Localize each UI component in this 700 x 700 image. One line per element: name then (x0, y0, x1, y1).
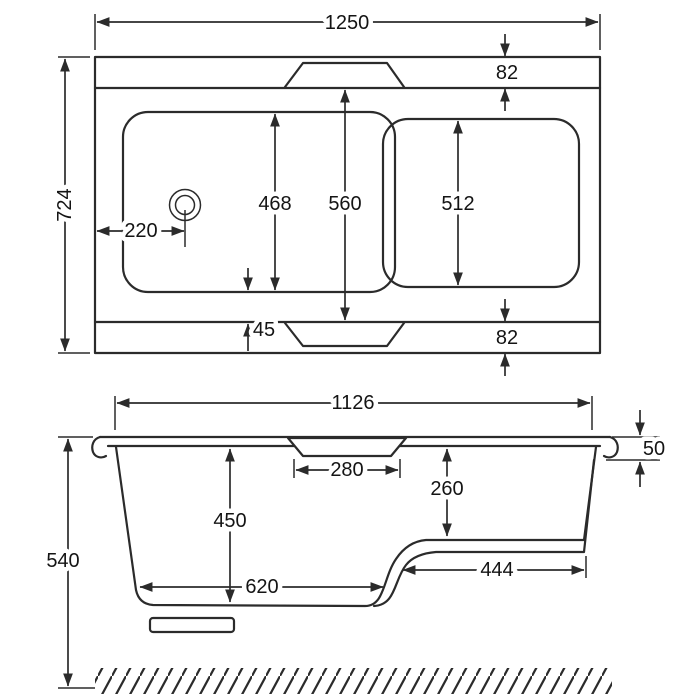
basin-left-outline (121, 110, 397, 294)
dim-rim-top-width: 82 (491, 34, 523, 111)
dim-basin-mid-depth-value: 560 (328, 193, 361, 215)
dim-top-length: 1126 (114, 388, 593, 430)
dim-seat-depth-value: 260 (430, 478, 463, 500)
dim-rim-top-width-value: 82 (496, 62, 518, 84)
dim-bowl-length: 620 (139, 572, 384, 603)
foot-block (148, 616, 236, 634)
dim-rim-height-value: 50 (643, 438, 665, 460)
dim-rim-gap-value: 45 (253, 319, 275, 341)
side-view: 1126 50 280 260 450 (42, 388, 670, 694)
dim-overall-depth: 724 (50, 56, 90, 354)
dim-overall-height: 540 (42, 436, 95, 689)
dim-drain-offset-value: 220 (124, 220, 157, 242)
dim-seat-depth: 260 (426, 448, 468, 537)
grip-recess-side (286, 436, 408, 458)
dim-rim-height: 50 (606, 410, 670, 487)
dim-rim-bottom-width: 82 (491, 299, 523, 376)
dim-grip-width-value: 280 (330, 459, 363, 481)
dim-overall-height-value: 540 (46, 550, 79, 572)
dim-overall-width: 1250 (94, 8, 601, 50)
dim-basin-right-depth-value: 512 (441, 193, 474, 215)
dim-seat-length: 444 (402, 555, 587, 586)
tub-outer-outline (93, 55, 602, 355)
drain-icon (168, 188, 202, 247)
dim-rim-bottom-width-value: 82 (496, 327, 518, 349)
top-view: 1250 724 82 82 560 468 (50, 8, 602, 376)
dim-bowl-depth: 450 (209, 448, 251, 603)
dim-rim-gap: 45 (243, 268, 280, 351)
grip-recess-top (283, 61, 406, 89)
dim-overall-depth-value: 724 (54, 188, 76, 221)
dim-basin-left-depth: 468 (254, 113, 296, 291)
grip-recess-bottom (283, 321, 406, 348)
dim-bowl-depth-value: 450 (213, 510, 246, 532)
basin-right-outline (381, 117, 581, 289)
dim-drain-offset: 220 (96, 216, 185, 247)
rim-curl-left (91, 435, 108, 459)
dim-basin-left-depth-value: 468 (258, 193, 291, 215)
dim-grip-width: 280 (293, 455, 401, 486)
dim-seat-length-value: 444 (480, 559, 513, 581)
dim-overall-width-value: 1250 (325, 12, 370, 34)
dim-top-length-value: 1126 (331, 392, 374, 414)
shell-outer-profile (372, 458, 596, 608)
dim-basin-right-depth: 512 (437, 120, 479, 286)
dim-bowl-length-value: 620 (245, 576, 278, 598)
rim-curl-right (602, 435, 619, 459)
ground-hatch (95, 668, 612, 694)
dim-basin-mid-depth: 560 (324, 89, 366, 321)
